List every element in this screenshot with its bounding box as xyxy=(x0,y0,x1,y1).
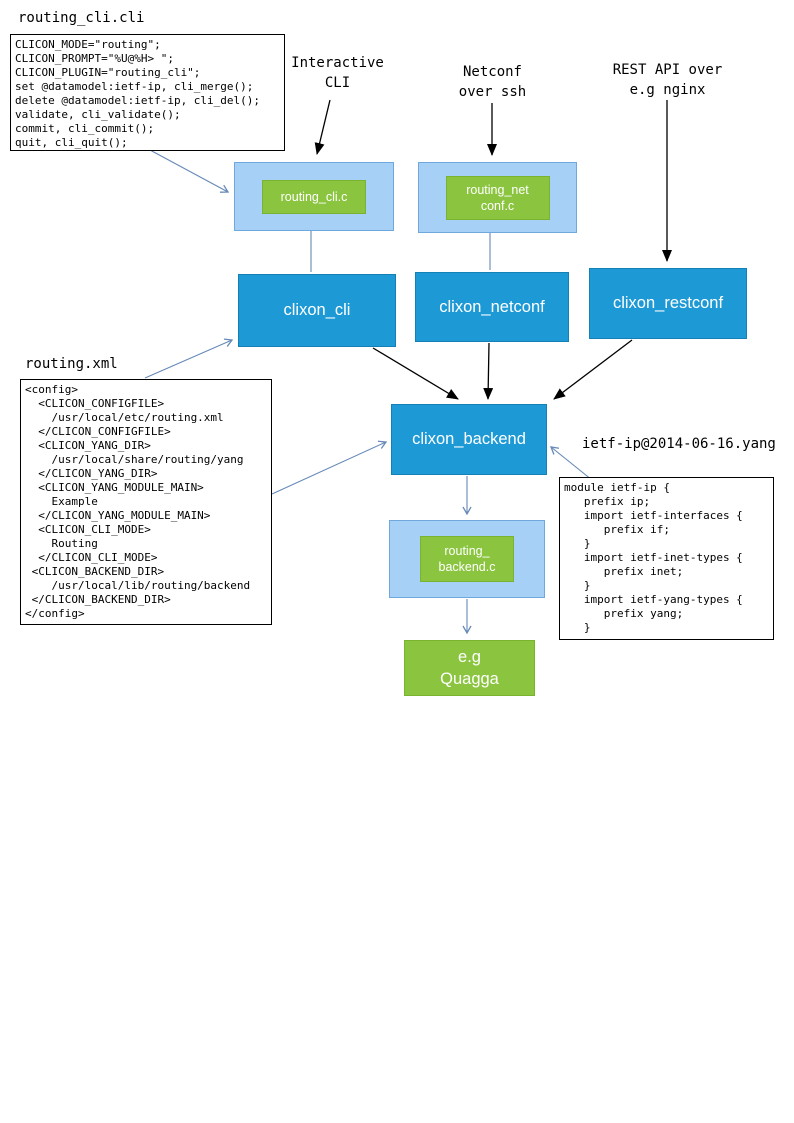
arrow-xmlfile-to-backend xyxy=(271,440,388,495)
arrow-clifile-to-cli-plugin xyxy=(149,149,230,193)
clixon-restconf-box: clixon_restconf xyxy=(589,268,747,339)
yang-file-code: module ietf-ip { prefix ip; import ietf-… xyxy=(559,477,774,640)
clixon-netconf-box: clixon_netconf xyxy=(415,272,569,342)
clixon-backend-box: clixon_backend xyxy=(391,404,547,475)
xml-file-code: <config> <CLICON_CONFIGFILE> /usr/local/… xyxy=(20,379,272,625)
arrow-netconf-to-backend xyxy=(483,342,494,400)
xml-file-title: routing.xml xyxy=(25,356,118,372)
rest-api-label: REST API over e.g nginx xyxy=(612,62,723,98)
cli-plugin-container: routing_cli.c xyxy=(234,162,394,231)
netconf-plugin-container: routing_net conf.c xyxy=(418,162,577,233)
cli-file-code: CLICON_MODE="routing"; CLICON_PROMPT="%U… xyxy=(10,34,285,151)
arrow-restconf-to-backend xyxy=(553,339,633,400)
arrow-xmlfile-to-clixoncli xyxy=(144,338,234,379)
interactive-cli-label: Interactive CLI xyxy=(291,55,384,91)
netconf-plugin-box: routing_net conf.c xyxy=(445,175,550,220)
arrow-cli-to-backend xyxy=(372,347,459,400)
netconf-over-ssh-label: Netconf over ssh xyxy=(458,64,527,100)
yang-file-title: ietf-ip@2014-06-16.yang xyxy=(582,436,776,452)
cli-plugin-box: routing_cli.c xyxy=(262,179,366,214)
backend-plugin-container: routing_ backend.c xyxy=(389,520,545,598)
cli-file-title: routing_cli.cli xyxy=(18,10,145,26)
arrow-interactive-cli-to-cli-plugin xyxy=(314,99,331,155)
quagga-box: e.g Quagga xyxy=(404,640,535,696)
clixon-cli-box: clixon_cli xyxy=(238,274,396,347)
backend-plugin-box: routing_ backend.c xyxy=(420,536,514,582)
